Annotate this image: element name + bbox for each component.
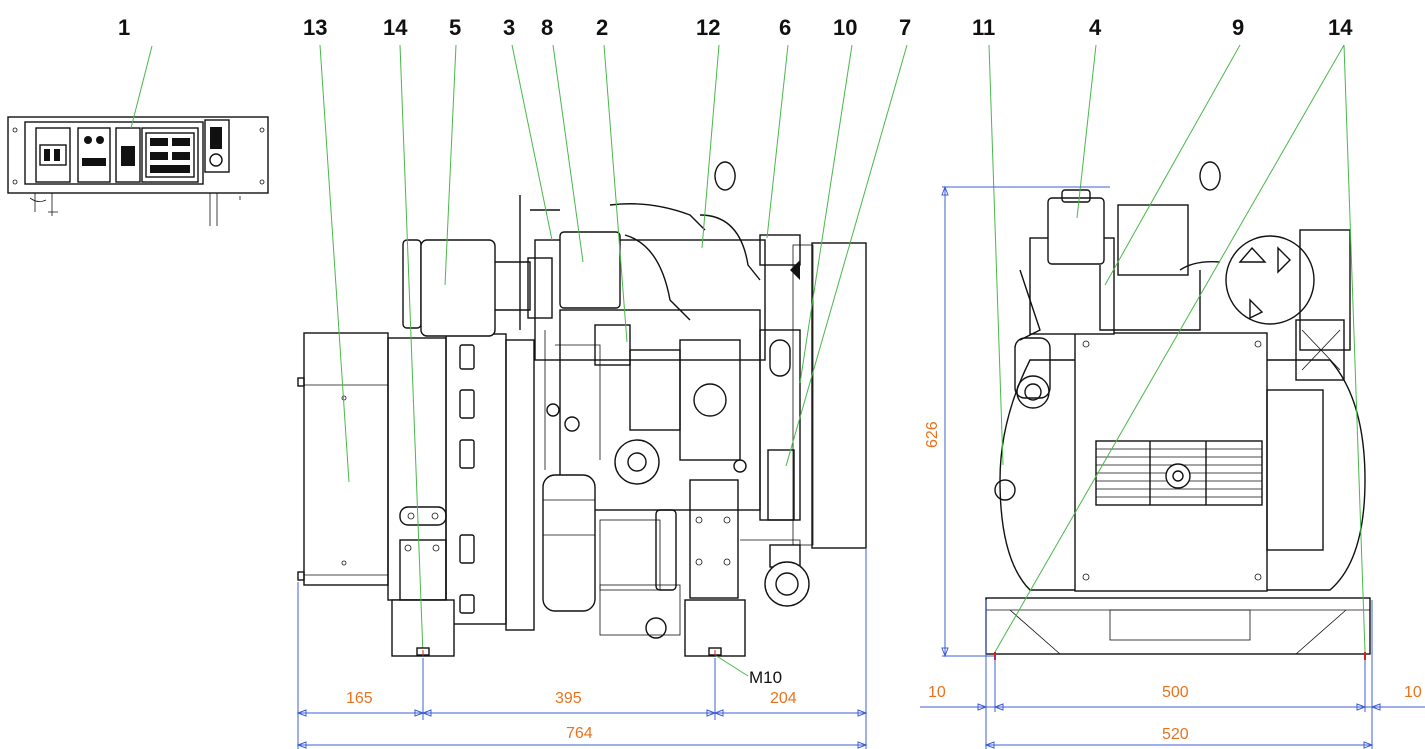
leader-14a bbox=[399, 44, 424, 656]
callout-13: 13 bbox=[303, 15, 327, 40]
dim-side-total: 520 bbox=[1162, 726, 1189, 743]
leader-11 bbox=[988, 44, 1004, 466]
callout-9: 9 bbox=[1232, 15, 1244, 40]
dim-front-right: 204 bbox=[770, 690, 797, 707]
leader-4 bbox=[1076, 44, 1097, 219]
callout-14-front: 14 bbox=[383, 15, 408, 40]
vent-grille bbox=[1095, 440, 1263, 506]
dimension-lines bbox=[296, 185, 1425, 749]
front-view-drawing bbox=[297, 161, 867, 657]
leader-12 bbox=[701, 44, 720, 249]
leader-3 bbox=[511, 44, 553, 241]
dim-front-total: 764 bbox=[566, 725, 593, 742]
leader-lines bbox=[130, 44, 1366, 677]
callout-4: 4 bbox=[1089, 15, 1102, 40]
leader-1 bbox=[130, 45, 153, 129]
leader-9 bbox=[1104, 44, 1241, 286]
leader-10 bbox=[799, 44, 853, 384]
dim-front-left: 165 bbox=[346, 690, 373, 707]
callout-12: 12 bbox=[696, 15, 720, 40]
callout-7: 7 bbox=[899, 15, 911, 40]
callout-6: 6 bbox=[779, 15, 791, 40]
dimension-labels: 165 395 204 764 626 10 500 10 520 bbox=[346, 421, 1422, 743]
callout-2: 2 bbox=[596, 15, 608, 40]
callout-1: 1 bbox=[118, 15, 130, 40]
leader-7 bbox=[785, 44, 908, 467]
leader-5 bbox=[444, 44, 457, 286]
callout-5: 5 bbox=[449, 15, 461, 40]
callout-10: 10 bbox=[833, 15, 857, 40]
control-panel-drawing bbox=[7, 116, 269, 226]
dim-front-mid: 395 bbox=[555, 690, 582, 707]
leader-m10 bbox=[714, 654, 749, 677]
leader-14b-2 bbox=[1343, 44, 1366, 653]
callout-14-side: 14 bbox=[1328, 15, 1353, 40]
side-view-drawing bbox=[985, 161, 1371, 655]
leader-6 bbox=[766, 44, 789, 239]
bolt-size-label: M10 bbox=[749, 668, 782, 687]
leader-14b-1 bbox=[994, 44, 1345, 653]
dim-side-height: 626 bbox=[924, 421, 941, 448]
dim-side-mid: 500 bbox=[1162, 684, 1189, 701]
leader-13 bbox=[319, 44, 350, 483]
callout-3: 3 bbox=[503, 15, 515, 40]
dim-side-left: 10 bbox=[928, 684, 946, 701]
callout-8: 8 bbox=[541, 15, 553, 40]
leader-8 bbox=[552, 44, 584, 263]
leader-2 bbox=[603, 44, 628, 343]
callout-labels: 1 13 14 5 3 8 2 12 6 10 7 11 4 9 14 bbox=[118, 15, 1353, 40]
callout-11: 11 bbox=[972, 15, 995, 40]
dim-side-right: 10 bbox=[1404, 684, 1422, 701]
